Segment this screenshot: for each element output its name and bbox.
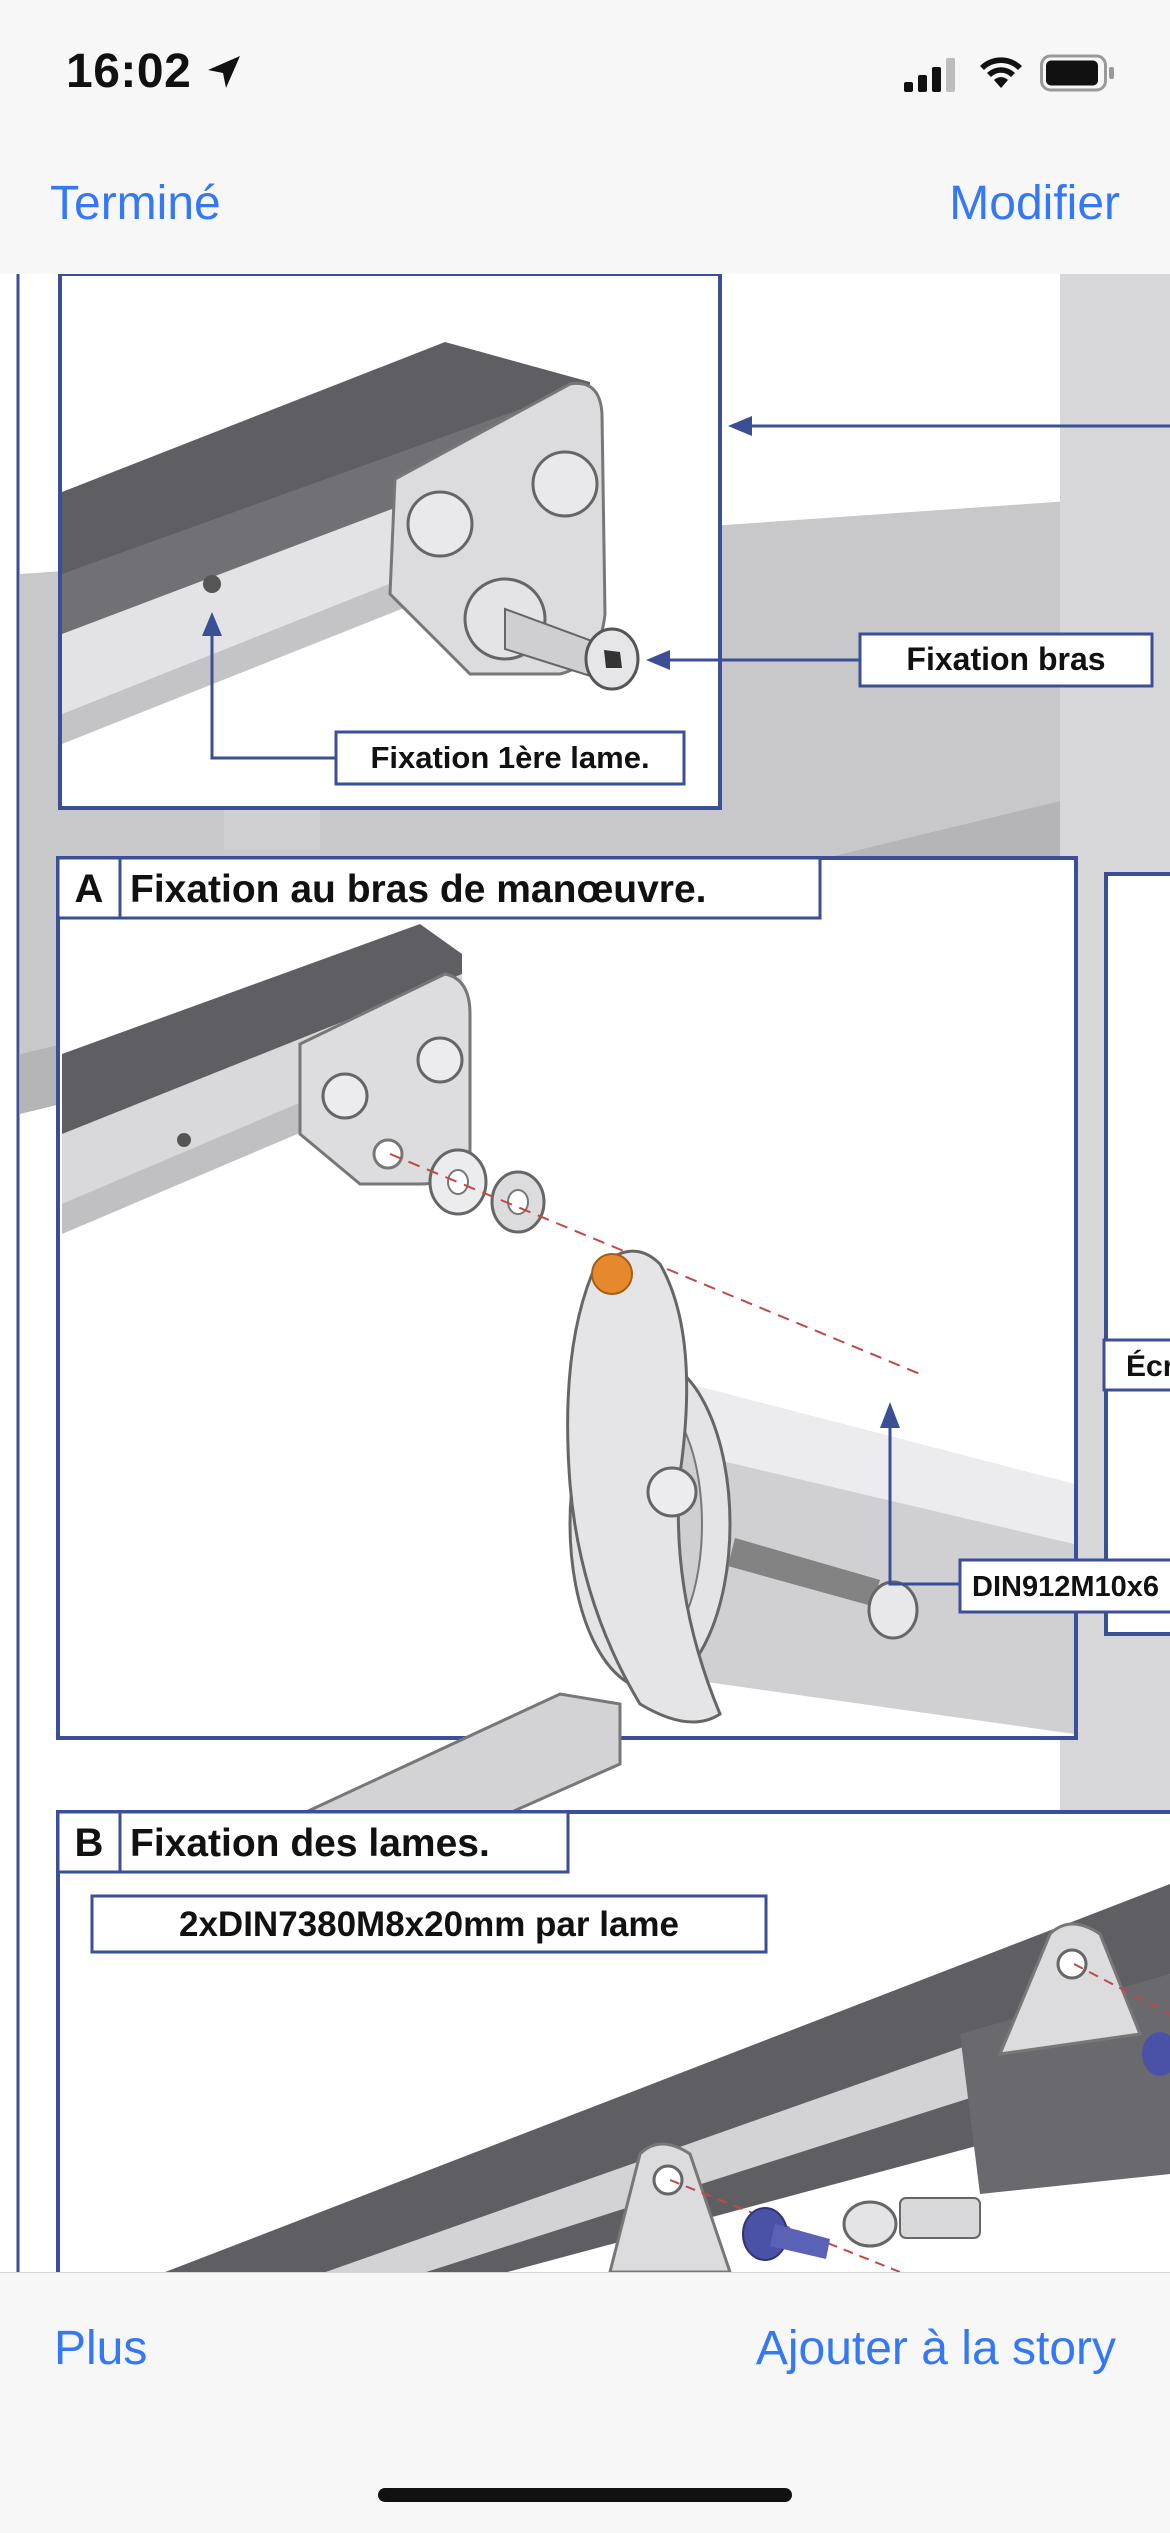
more-button[interactable]: Plus xyxy=(54,2322,148,2375)
section-b-note: 2xDIN7380M8x20mm par lame xyxy=(179,1905,679,1944)
add-to-story-button[interactable]: Ajouter à la story xyxy=(755,2322,1116,2375)
top-detail-panel xyxy=(58,274,1170,810)
photo-viewer[interactable]: Fixation bras Fixation 1ère lame. A Fixa… xyxy=(0,274,1170,2272)
status-bar: 16:02 xyxy=(0,0,1170,140)
wifi-icon xyxy=(980,57,1022,88)
home-indicator[interactable] xyxy=(378,2488,792,2502)
cellular-signal-icon xyxy=(904,58,955,92)
section-b-title: Fixation des lames. xyxy=(130,1822,490,1865)
assembly-diagram: Fixation bras Fixation 1ère lame. A Fixa… xyxy=(0,274,1170,2272)
callout-fixation-lame: Fixation 1ère lame. xyxy=(370,740,649,775)
section-a-panel: A Fixation au bras de manœuvre. xyxy=(56,856,1078,2036)
section-b-letter: B xyxy=(75,1821,104,1865)
battery-icon xyxy=(1040,54,1114,92)
done-button[interactable]: Terminé xyxy=(50,177,221,230)
navigation-bar: Terminé Modifier xyxy=(0,140,1170,275)
section-a-title: Fixation au bras de manœuvre. xyxy=(130,868,706,911)
edit-button[interactable]: Modifier xyxy=(949,177,1120,230)
status-time: 16:02 xyxy=(66,45,192,98)
section-a-letter: A xyxy=(75,867,104,911)
section-b-panel: B Fixation des lames. 2xDIN7380M8x20mm p… xyxy=(56,1810,1170,2272)
location-arrow-icon xyxy=(208,56,240,88)
callout-din912: DIN912M10x6 xyxy=(972,1571,1159,1603)
callout-fixation-bras: Fixation bras xyxy=(906,641,1105,677)
callout-ecrou: Écr xyxy=(1126,1349,1170,1383)
